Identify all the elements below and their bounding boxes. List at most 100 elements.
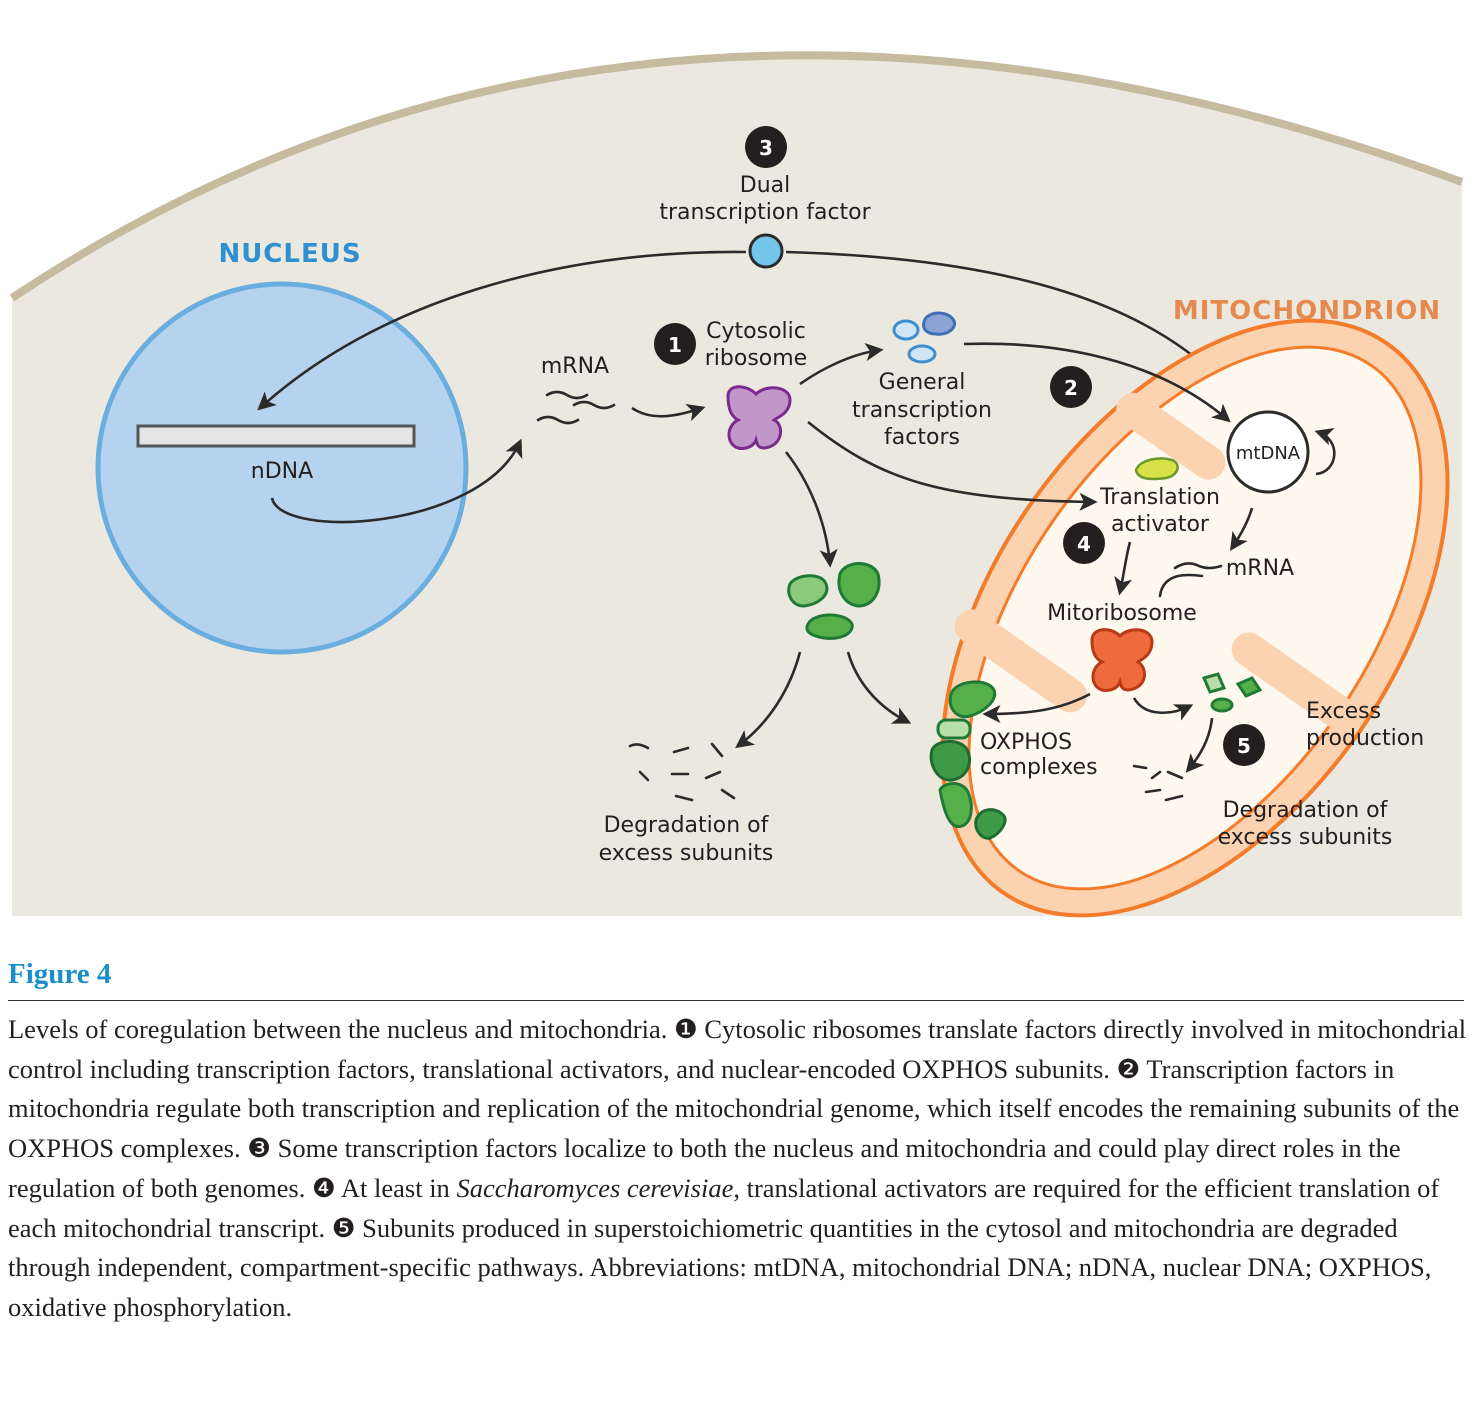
arrow-mtdna-to-mrna — [1229, 507, 1254, 552]
cyto-subunit-3 — [805, 613, 854, 640]
dual-tf-label-line1: Dual — [740, 173, 790, 198]
step3-number: 3 — [759, 136, 773, 160]
cytosolic-ribosome-label-line1: Cytosolic — [706, 319, 806, 344]
cyto-degraded-fragment-4 — [638, 770, 650, 782]
oxphos-subunit-3 — [929, 740, 971, 782]
ndna-bar — [136, 424, 416, 448]
cell-membrane — [9, 51, 1464, 302]
oxphos-label-line2: complexes — [980, 755, 1098, 780]
figure-label: Figure 4 — [8, 958, 112, 990]
excess-label-line1: Excess — [1306, 699, 1381, 724]
step3-badge — [745, 126, 787, 168]
caption-part: At least in — [335, 1172, 457, 1203]
nucleus — [95, 281, 469, 655]
cyto-degraded-fragment-1 — [628, 743, 650, 750]
mrna-strand-3 — [536, 415, 580, 425]
caption-species-name: Saccharomyces cerevisiae — [456, 1172, 734, 1203]
cyto-degraded-fragment-8 — [720, 788, 736, 800]
mito-degraded-fragment-2 — [1150, 770, 1162, 780]
mitoribosome — [1090, 628, 1154, 692]
caption-marker-3: ❸ — [247, 1133, 271, 1164]
step4-number: 4 — [1077, 532, 1091, 556]
step2-number: 2 — [1064, 376, 1078, 400]
oxphos-subunit-5 — [974, 808, 1007, 840]
arrow-cyto-subunits-to-mitochondrion — [846, 651, 912, 724]
figure-divider — [8, 1000, 1464, 1001]
mtdna-replication-arrow — [1314, 427, 1336, 476]
figure-caption: Levels of coregulation between the nucle… — [8, 1010, 1468, 1328]
cyto-degraded-fragment-7 — [674, 794, 694, 802]
step4-badge — [1063, 522, 1105, 564]
mito-degraded-fragment-4 — [1144, 788, 1162, 794]
mito-degraded-fragment-3 — [1166, 770, 1184, 780]
caption-marker-2: ❷ — [1116, 1053, 1141, 1084]
ndna-label: nDNA — [251, 459, 313, 484]
mrna-strand-2 — [572, 400, 616, 410]
degradation-mito-label-line2: excess subunits — [1218, 825, 1393, 850]
mitoribosome-label: Mitoribosome — [1047, 601, 1197, 626]
mito-degraded-fragment-1 — [1132, 764, 1148, 770]
crista-1 — [954, 609, 1088, 713]
oxphos-label-line1: OXPHOS — [980, 730, 1072, 755]
degradation-cyto-label-line1: Degradation of — [604, 813, 770, 838]
caption-part: Transcription factors in mitochondria re… — [8, 1053, 1460, 1164]
mtdna-label: mtDNA — [1236, 443, 1301, 464]
arrow-general-tf-to-mtdna — [963, 342, 1231, 423]
cyto-degraded-fragment-2 — [672, 746, 690, 754]
caption-marker-5: ❺ — [331, 1212, 356, 1243]
mito-excess-subunit-3 — [1210, 697, 1234, 713]
dual-transcription-factor — [748, 233, 784, 269]
mrna-cyto-label: mRNA — [541, 354, 609, 379]
general-tf-label-line1: General — [879, 370, 966, 395]
caption-part: , translational activators are required … — [8, 1172, 1440, 1243]
caption-marker-1: ❶ — [673, 1014, 698, 1044]
general-tf-blob-2 — [922, 311, 957, 336]
caption-part: Cytosolic ribosomes translate factors di… — [8, 1014, 1467, 1084]
mitochondrion — [940, 318, 1450, 918]
mito-mrna-strand-1 — [1173, 562, 1223, 570]
translation-activator-shape — [1134, 457, 1179, 481]
cytosolic-ribosome-label-line2: ribosome — [705, 346, 807, 371]
step5-badge — [1223, 724, 1265, 766]
crista-2 — [1231, 632, 1361, 734]
cyto-subunit-2 — [837, 562, 881, 608]
cyto-subunit-1 — [787, 574, 829, 608]
mito-excess-subunit-2 — [1235, 676, 1263, 698]
mito-mrna-strand-2 — [1158, 573, 1204, 598]
arrow-mrna-to-ribosome — [631, 403, 706, 422]
translation-activator-label-line1: Translation — [1099, 485, 1220, 510]
step1-badge — [654, 323, 696, 365]
translation-activator-label-line2: activator — [1111, 512, 1210, 537]
step5-number: 5 — [1237, 734, 1251, 758]
arrow-ribosome-to-general-tf — [799, 342, 884, 386]
mito-degraded-fragment-5 — [1164, 794, 1184, 802]
caption-part: Levels of coregulation between the nucle… — [8, 1014, 674, 1044]
nucleus-title: NUCLEUS — [218, 239, 361, 269]
general-tf-blob-1 — [892, 319, 920, 341]
oxphos-subunit-1 — [948, 680, 997, 719]
excess-label-line2: production — [1306, 726, 1424, 751]
arrow-ribosome-to-cyto-subunits — [784, 451, 838, 568]
caption-part: Some transcription factors localize to b… — [8, 1133, 1401, 1203]
crista-3 — [1116, 392, 1226, 480]
general-tf-label-line3: factors — [884, 425, 960, 450]
mrna-strand-1 — [545, 390, 589, 400]
degradation-mito-label-line1: Degradation of — [1223, 798, 1389, 823]
oxphos-subunit-4 — [938, 782, 973, 828]
step1-number: 1 — [668, 333, 682, 357]
step2-badge — [1050, 366, 1092, 408]
arrow-ndna-to-mrna — [270, 438, 523, 524]
coregulation-diagram: NUCLEUS nDNA 3 Dual transcription factor… — [9, 51, 1464, 918]
general-tf-label-line2: transcription — [852, 398, 992, 423]
degradation-cyto-label-line2: excess subunits — [599, 841, 774, 866]
arrow-dual-tf-to-nucleus — [257, 250, 747, 411]
oxphos-subunit-2 — [936, 718, 972, 740]
cyto-degraded-fragment-3 — [710, 742, 724, 758]
cytosolic-ribosome — [726, 385, 792, 450]
mtdna-circle — [1226, 410, 1310, 494]
arrow-activator-to-mitoribosome — [1114, 541, 1133, 596]
dual-tf-label-line2: transcription factor — [659, 200, 871, 225]
caption-marker-4: ❹ — [311, 1172, 336, 1203]
arrow-mitoribosome-to-oxphos — [982, 692, 1091, 724]
arrow-cyto-subunits-to-degradation — [735, 651, 802, 749]
